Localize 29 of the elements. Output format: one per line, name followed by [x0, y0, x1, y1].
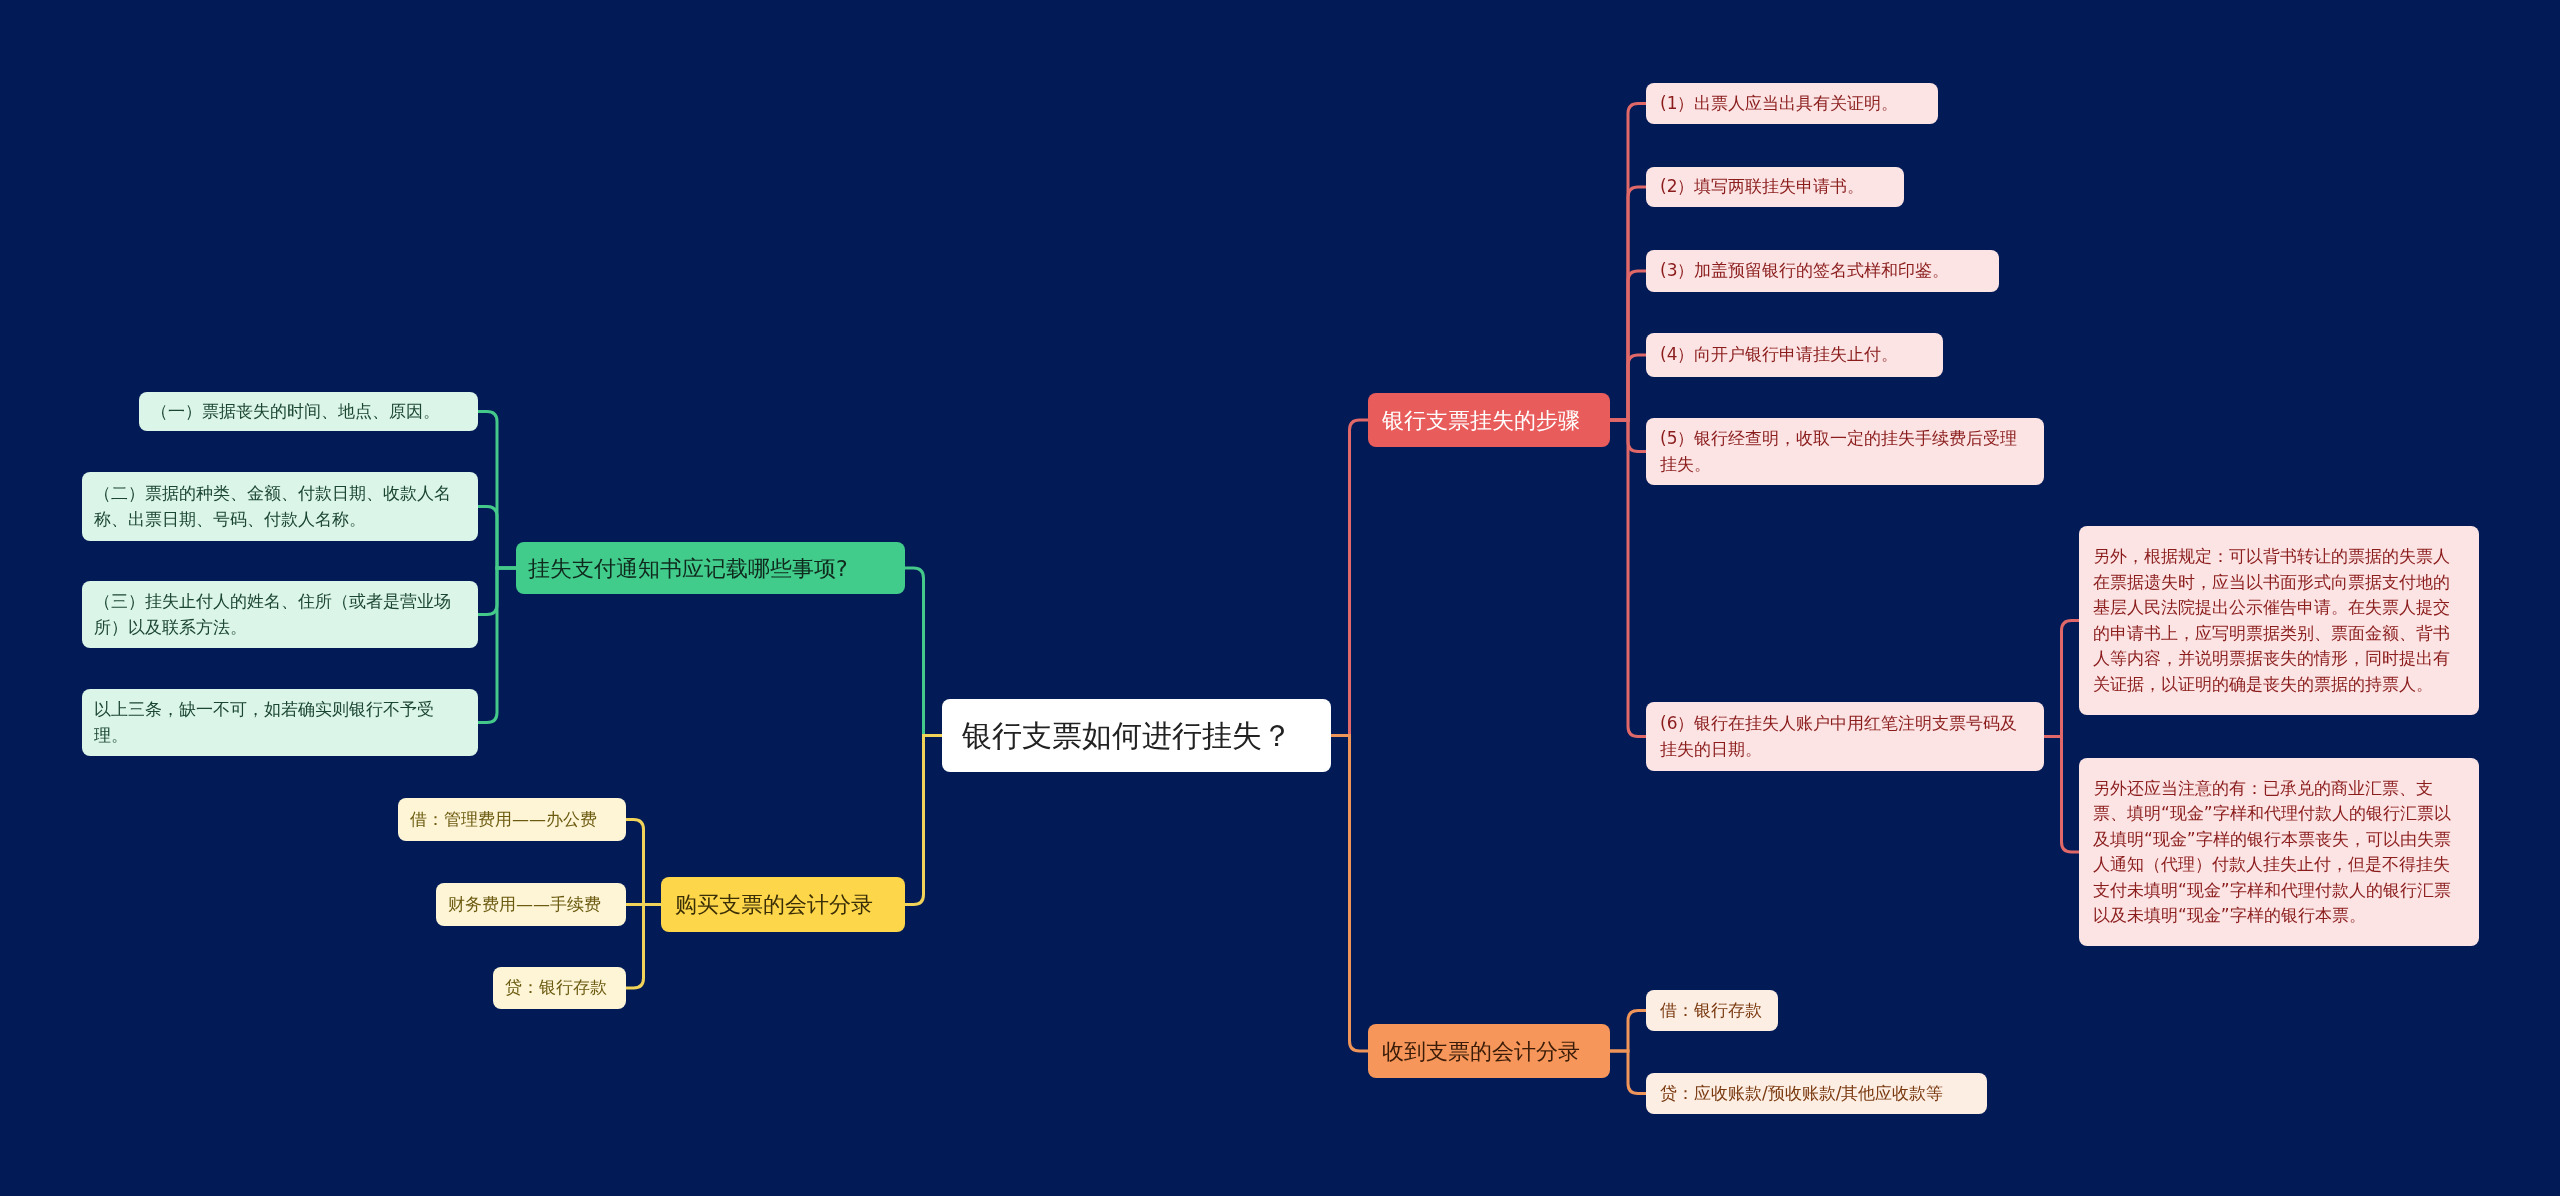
subtopic-box: 以上三条，缺一不可，如若确实则银行不予受理。 [82, 689, 478, 756]
subtopic-box: 另外，根据规定：可以背书转让的票据的失票人在票据遗失时，应当以书面形式向票据支付地的基层人民法院提出公示催告申请。在失票人提交的申请书上，应写明票据类别、票面金额、背书人等内容，并说明票据丧失的情形，同时提出有关证据，以证明的确是丧失的票据的持票人。 [2079, 526, 2479, 715]
subtopic-box: 借：管理费用——办公费 [398, 798, 626, 841]
subtopic-box: 财务费用——手续费 [436, 883, 626, 926]
connector-line [2044, 735, 2079, 854]
subtopic-box: (4）向开户银行申请挂失止付。 [1646, 333, 1943, 377]
subtopic-box: 借：银行存款 [1646, 990, 1778, 1031]
topic-box: 银行支票挂失的步骤 [1368, 393, 1610, 447]
connector-line [626, 903, 661, 990]
subtopic-box: 贷：银行存款 [493, 967, 626, 1009]
subtopic-box: (2）填写两联挂失申请书。 [1646, 167, 1904, 207]
connector-line [1610, 418, 1646, 738]
topic-box: 购买支票的会计分录 [661, 877, 905, 932]
subtopic-box: （一）票据丧失的时间、地点、原因。 [139, 392, 478, 431]
subtopic-box: （三）挂失止付人的姓名、住所（或者是营业场所）以及联系方法。 [82, 581, 478, 648]
topic-box: 挂失支付通知书应记载哪些事项? [516, 542, 905, 594]
subtopic-box: 另外还应当注意的有：已承兑的商业汇票、支票、填明“现金”字样和代理付款人的银行汇票以及填明“现金”字样的银行本票丧失，可以由失票人通知（代理）付款人挂失止付，但是不得挂失支付未填明“现金”字样和代理付款人的银行汇票以及未填明“现金”字样的银行本票。 [2079, 758, 2479, 946]
connector-line [478, 566, 516, 724]
subtopic-box: （二）票据的种类、金额、付款日期、收款人名称、出票日期、号码、付款人名称。 [82, 472, 478, 541]
subtopic-box: (5）银行经查明，收取一定的挂失手续费后受理挂失。 [1646, 418, 2044, 485]
connector-line [1331, 734, 1368, 1053]
topic-box: 收到支票的会计分录 [1368, 1024, 1610, 1078]
subtopic-box: (6）银行在挂失人账户中用红笔注明支票号码及挂失的日期。 [1646, 702, 2044, 771]
subtopic-box: (3）加盖预留银行的签名式样和印鉴。 [1646, 250, 1999, 292]
subtopic-box: 贷：应收账款/预收账款/其他应收款等 [1646, 1073, 1987, 1114]
connector-line [1610, 1049, 1646, 1095]
central-topic-box: 银行支票如何进行挂失？ [942, 699, 1331, 772]
connector-line [905, 734, 942, 906]
subtopic-box: (1）出票人应当出具有关证明。 [1646, 83, 1938, 124]
